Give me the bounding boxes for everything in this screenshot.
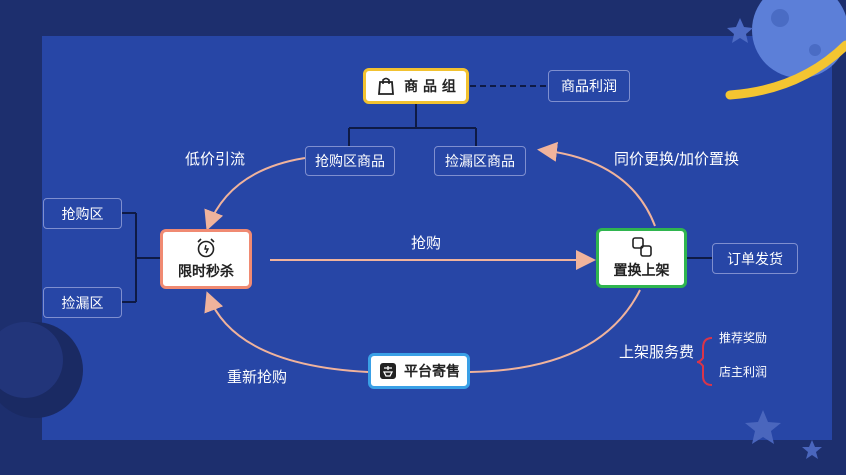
recommend-reward-label: 推荐奖励 [719, 331, 768, 345]
flash-sale-label: 限时秒杀 [178, 264, 234, 280]
product-group-label: 商 品 组 [404, 79, 456, 95]
pickup-zone-box: 捡漏区 [43, 287, 122, 318]
product-profit-label: 商品利润 [561, 79, 617, 95]
grab-zone-label: 抢购区 [61, 206, 104, 223]
exchange-label: 同价更换/加价置换 [614, 150, 740, 168]
low-price-label: 低价引流 [185, 150, 246, 168]
grab-goods-box: 抢购区商品 [305, 146, 395, 176]
exchange-squares-icon [631, 237, 652, 257]
product-profit-box: 商品利润 [548, 70, 630, 102]
platform-consignment-node: 平台寄售 [368, 353, 470, 389]
pickup-goods-label: 捡漏区商品 [445, 154, 515, 170]
order-shipping-box: 订单发货 [712, 243, 798, 274]
platform-consignment-label: 平台寄售 [404, 364, 460, 380]
alarm-clock-icon [197, 238, 215, 258]
grab-label: 抢购 [411, 234, 442, 252]
listing-fee-label: 上架服务费 [619, 343, 695, 361]
shopping-bag-icon [378, 77, 395, 95]
owner-profit-label: 店主利润 [719, 365, 768, 379]
grab-zone-box: 抢购区 [43, 198, 122, 229]
exchange-listing-label: 置换上架 [613, 263, 670, 279]
product-group-node: 商 品 组 [363, 68, 469, 104]
consignment-icon [380, 363, 396, 379]
pickup-goods-box: 捡漏区商品 [434, 146, 526, 176]
grab-goods-label: 抢购区商品 [315, 154, 385, 170]
flash-sale-node: 限时秒杀 [160, 229, 252, 289]
exchange-listing-node: 置换上架 [596, 228, 687, 288]
regrab-label: 重新抢购 [227, 368, 288, 386]
order-shipping-label: 订单发货 [727, 251, 783, 268]
pickup-zone-label: 捡漏区 [61, 295, 104, 312]
